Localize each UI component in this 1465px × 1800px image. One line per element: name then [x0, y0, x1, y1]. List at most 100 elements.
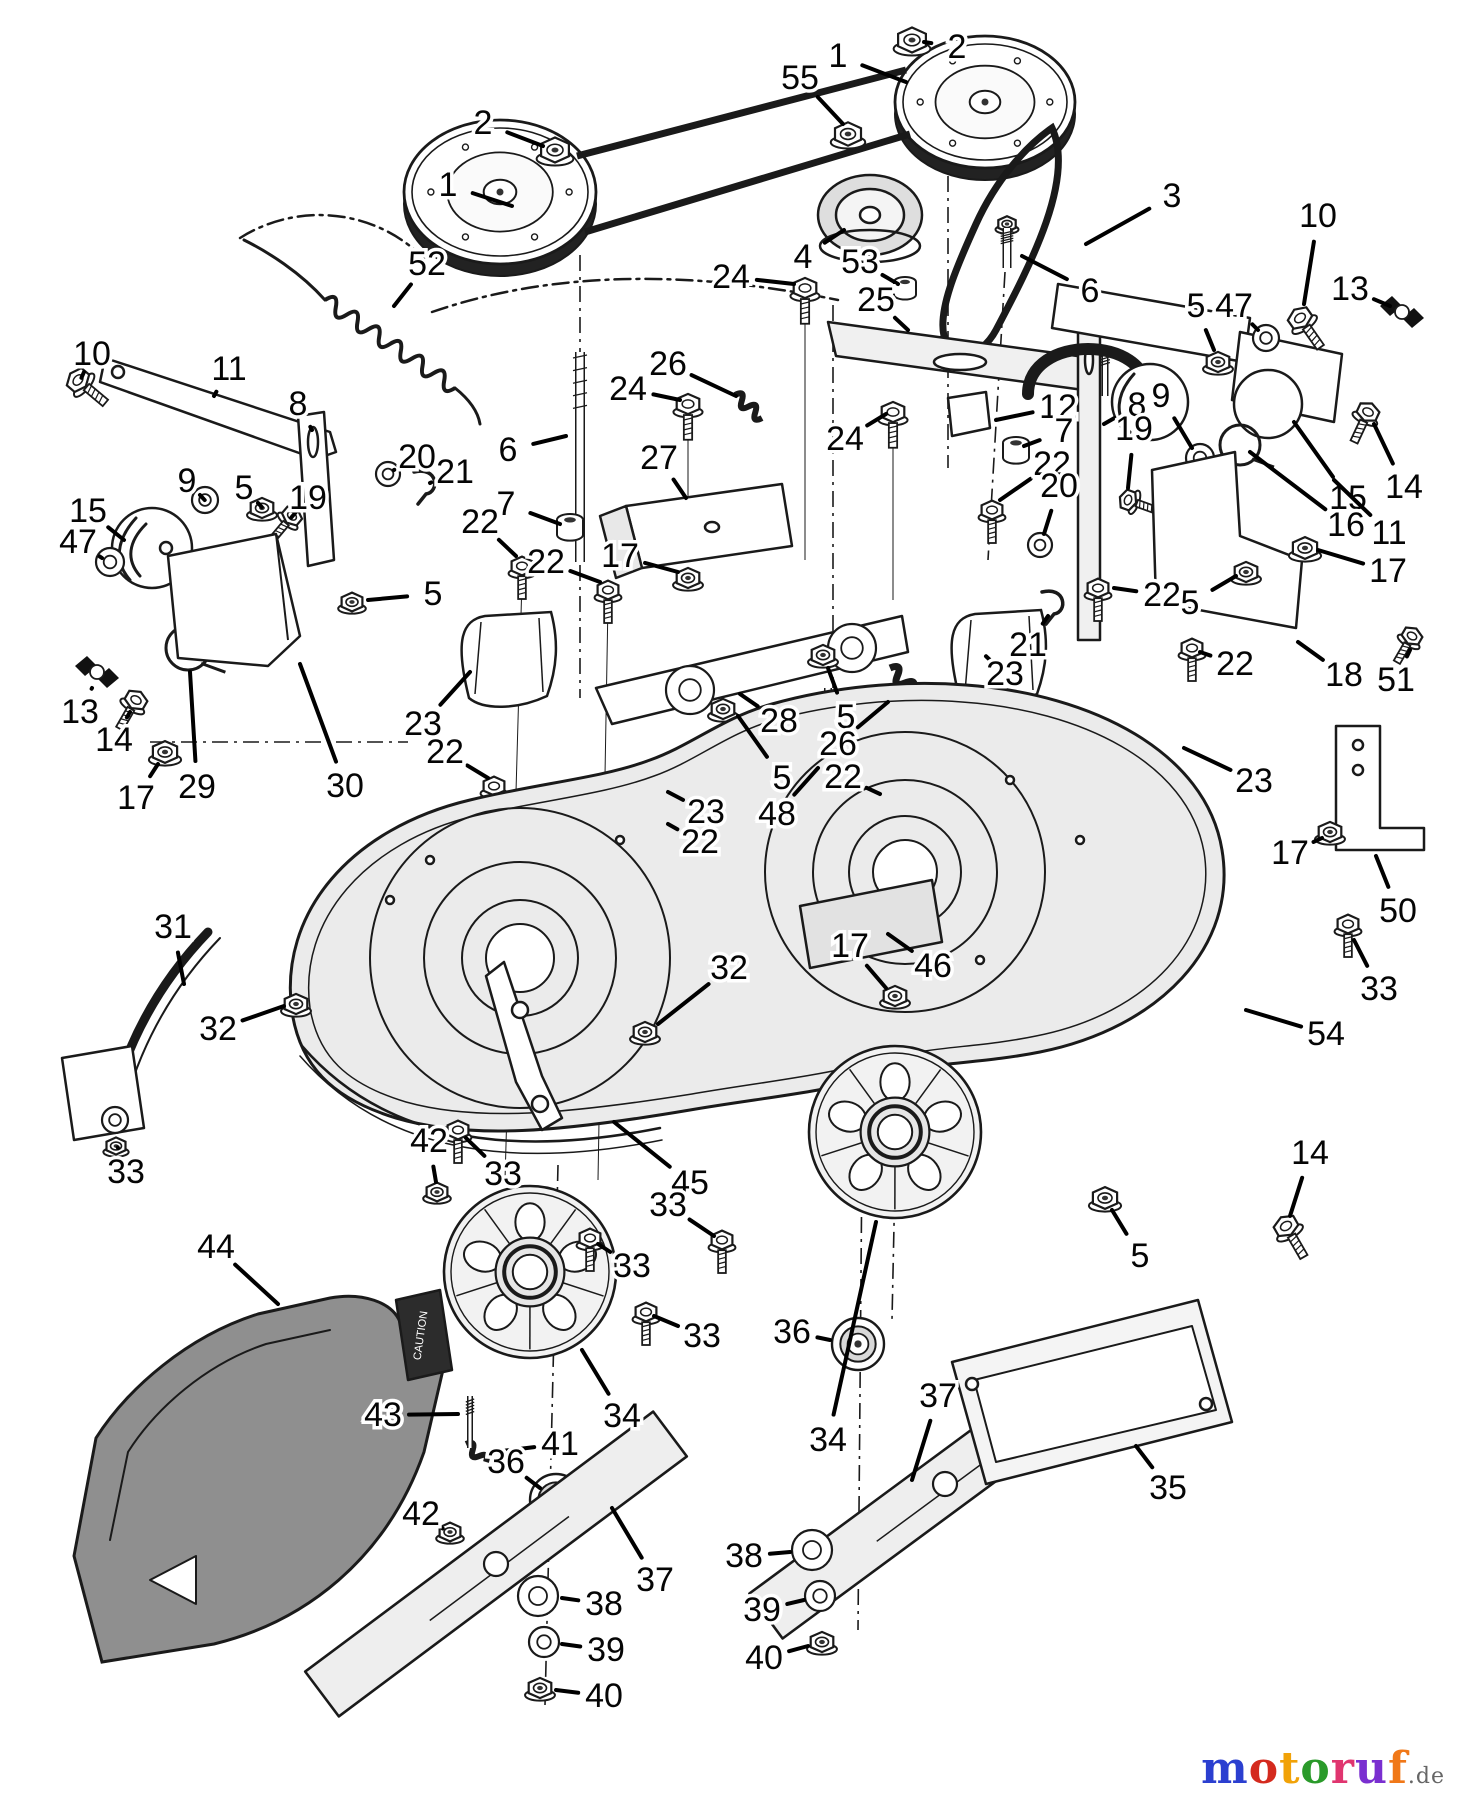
callout-17: 17 [1271, 834, 1309, 872]
callout-leader-30 [298, 662, 339, 764]
part-bolt-thread [604, 611, 612, 615]
part-bracket [1334, 724, 1426, 852]
part-bolt-thread [642, 1328, 650, 1332]
part-circle [158, 540, 174, 556]
part-bolt-thread [94, 391, 100, 401]
callout-9: 9 [1152, 377, 1171, 415]
part-bolt-thread [1399, 648, 1408, 652]
callout-leader-50 [1374, 854, 1391, 889]
part-stud-thread [1000, 232, 1014, 238]
callout-leader-48 [792, 766, 820, 797]
callout-20: 20 [398, 438, 436, 476]
callout-42: 42 [402, 1495, 440, 1533]
callout-31: 31 [154, 908, 192, 946]
part-stud-thread [572, 392, 588, 397]
part-stud-thread [1099, 361, 1111, 367]
part-bolt-thread [277, 526, 285, 531]
callout-11: 11 [1371, 514, 1406, 552]
part-bolt-shank [82, 382, 110, 408]
part-nut [908, 37, 916, 43]
part-stud-thread [465, 1398, 475, 1403]
callout-16: 16 [1327, 506, 1365, 544]
callout-23: 23 [404, 705, 442, 743]
callout-leader-14 [1288, 1175, 1305, 1218]
callout-35: 35 [1149, 1469, 1187, 1507]
part-plate-spoke [547, 1209, 577, 1248]
callout-leader-37 [610, 1506, 644, 1560]
part-bolt-thread [1310, 334, 1318, 342]
callout-26: 26 [819, 725, 857, 763]
part-outline [430, 277, 840, 314]
callout-leader-33 [1352, 938, 1370, 968]
callout-11: 11 [211, 350, 246, 388]
part-stud-thread [572, 379, 588, 384]
callout-28: 28 [760, 702, 798, 740]
part-bolt-thread [454, 1146, 462, 1150]
part-mandrel-shield [964, 619, 972, 693]
part-bolt-thread [1146, 503, 1149, 511]
part-bolt-thread [454, 1151, 462, 1155]
part-bolt-thread [586, 1263, 594, 1268]
part-nut [844, 131, 852, 137]
callout-33: 33 [649, 1186, 687, 1224]
callout-leader-10 [1302, 239, 1316, 306]
part-plate-spoke [821, 1140, 866, 1157]
part-stud-thread [465, 1407, 475, 1412]
part-bolt [1286, 306, 1326, 351]
part-line [583, 130, 912, 236]
part-outline [299, 1055, 663, 1155]
part-stud-thread [465, 1404, 475, 1409]
part-pulley-hole [948, 139, 957, 147]
part-click-pin [1394, 304, 1410, 320]
part-bolt-thread [1344, 945, 1352, 949]
part-circle [1004, 774, 1016, 786]
callout-leader-47 [1250, 322, 1260, 332]
callout-23: 23 [687, 793, 725, 831]
callout-14: 14 [1291, 1134, 1329, 1172]
part-stud-thread [1000, 230, 1014, 235]
part-outline [307, 699, 1207, 1115]
part-bolt-shank [682, 414, 694, 441]
part-nut [642, 1029, 648, 1035]
callout-leader-21 [428, 480, 434, 485]
part-bolt [1177, 637, 1207, 682]
part-bolt-thread [683, 422, 693, 426]
callout-22: 22 [426, 733, 464, 771]
callout-leader-17 [148, 762, 160, 779]
part-ellipse [703, 520, 721, 534]
callout-52: 52 [408, 245, 446, 283]
callout-15: 15 [1329, 479, 1367, 517]
part-bolt-thread [683, 427, 693, 431]
part-bushing [1010, 440, 1022, 446]
callout-41: 41 [541, 1425, 579, 1463]
part-pulley-hub [981, 98, 989, 106]
callout-leader-23 [1182, 746, 1233, 772]
part-plate-spoke [484, 1208, 513, 1248]
part-washer [1033, 538, 1047, 552]
part-washer [812, 1588, 828, 1604]
part-bolt [65, 366, 110, 408]
part-bolt-thread [454, 1142, 462, 1146]
part-circle [974, 954, 986, 966]
part-bolt-thread [888, 425, 898, 429]
part-spring [323, 294, 457, 394]
part-bolt-thread [1094, 613, 1102, 618]
part-mounting-plate [876, 1113, 914, 1151]
callout-14: 14 [1385, 468, 1423, 506]
part-nut [685, 575, 691, 581]
part-bolt [631, 1301, 661, 1346]
part-nut [447, 1530, 453, 1534]
callout-19: 19 [1115, 410, 1153, 448]
callout-leader-43 [406, 1412, 460, 1417]
callout-leader-38 [560, 1596, 581, 1603]
part-stud-thread [572, 366, 588, 372]
part-bolt-thread [1305, 326, 1312, 334]
callout-12: 12 [1039, 388, 1077, 426]
callout-leader-22 [465, 763, 490, 780]
callout-leader-8 [308, 424, 314, 432]
part-bolt-thread [1313, 338, 1321, 347]
part-bolt-thread [718, 1256, 726, 1260]
callout-23: 23 [1235, 762, 1273, 800]
